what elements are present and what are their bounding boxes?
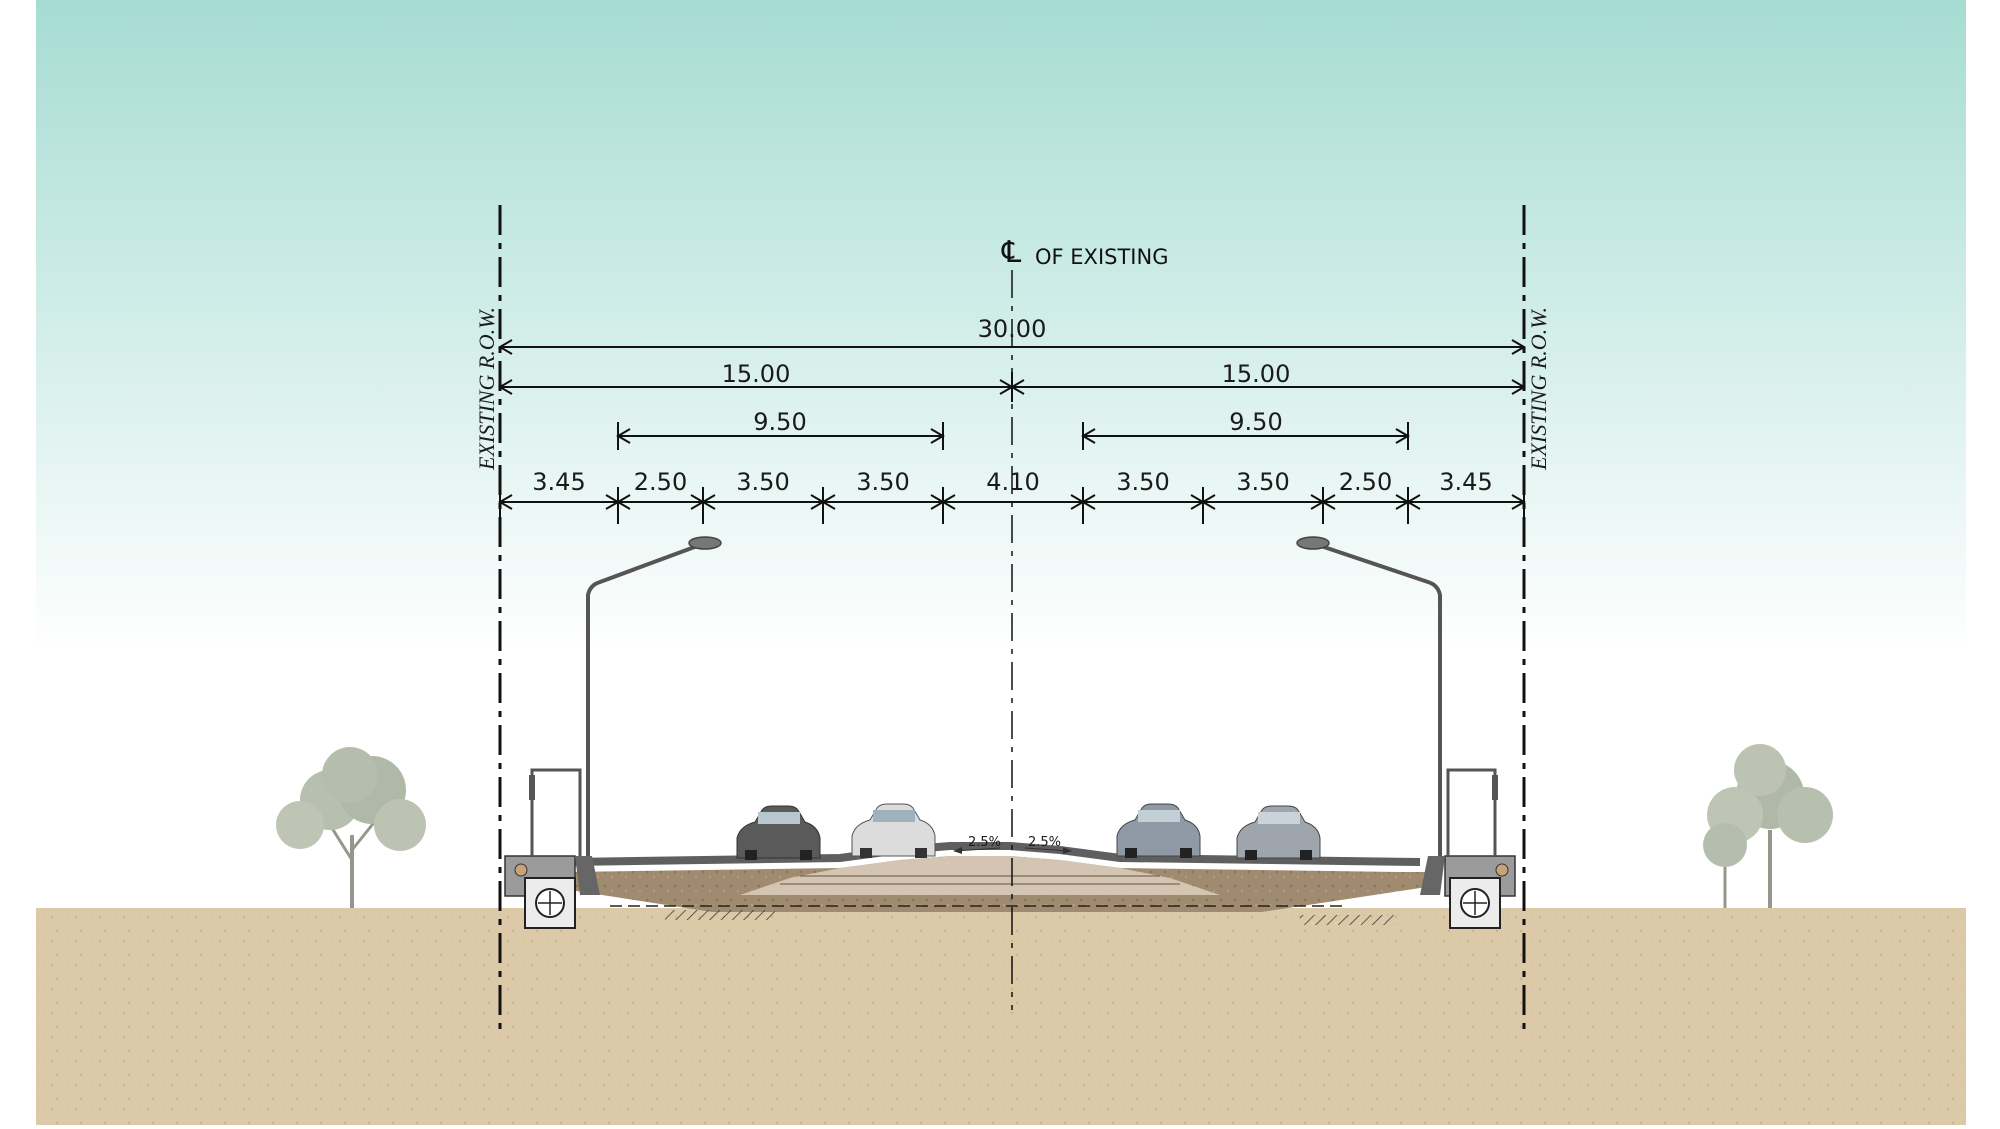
slope-right-text: 2.5% <box>1028 835 1061 850</box>
centerline-symbol: ℄ <box>1001 235 1021 270</box>
segment-label: 3.50 <box>1116 468 1169 496</box>
slope-annotation-right: 2.5% <box>1024 835 1072 854</box>
hatch-left <box>665 910 775 920</box>
dim-arrow <box>1511 339 1526 355</box>
dim-carriageway-right-label: 9.50 <box>1229 408 1282 436</box>
segment-labels: 3.45 2.50 3.50 3.50 4.10 3.50 3.50 2.50 3.45 <box>532 468 1492 496</box>
dim-arrow <box>498 379 513 395</box>
median-layer-lines <box>780 875 1180 885</box>
slope-left-text: 2.5% <box>968 835 1001 850</box>
drainage-right <box>1420 855 1516 929</box>
drainage-left <box>504 855 600 929</box>
dim-arrow <box>498 339 513 355</box>
street-light-right <box>1296 536 1442 856</box>
segment-label: 3.50 <box>1236 468 1289 496</box>
car-3 <box>1116 803 1201 858</box>
segment-label: 2.50 <box>1339 468 1392 496</box>
segment-label: 3.50 <box>856 468 909 496</box>
hatch-right <box>1300 915 1395 925</box>
dim-half-left-label: 15.00 <box>722 360 791 388</box>
car-2 <box>851 803 936 858</box>
slope-annotation-left: 2.5% <box>953 835 1001 854</box>
centerline-label: OF EXISTING <box>1035 245 1168 269</box>
segment-label: 4.10 <box>986 468 1039 496</box>
segment-label: 3.45 <box>532 468 585 496</box>
street-light-left <box>586 536 722 856</box>
tree-left <box>276 747 426 908</box>
row-label-left: EXISTING R.O.W. <box>474 307 499 471</box>
dim-arrow <box>1511 379 1526 395</box>
sign-post-left <box>529 768 582 856</box>
sign-post-right <box>1446 768 1498 856</box>
car-4 <box>1236 805 1321 860</box>
segment-label: 3.50 <box>736 468 789 496</box>
dim-total-label: 30.00 <box>978 315 1047 343</box>
ground <box>36 908 1966 1125</box>
pavement-surface <box>569 842 1421 866</box>
tree-right <box>1703 744 1833 908</box>
dim-carriageway-left-label: 9.50 <box>753 408 806 436</box>
dimension-lines <box>498 339 1526 524</box>
row-label-right: EXISTING R.O.W. <box>1526 307 1551 471</box>
segment-label: 3.45 <box>1439 468 1492 496</box>
car-1 <box>736 805 821 860</box>
segment-label: 2.50 <box>634 468 687 496</box>
dim-half-right-label: 15.00 <box>1222 360 1291 388</box>
